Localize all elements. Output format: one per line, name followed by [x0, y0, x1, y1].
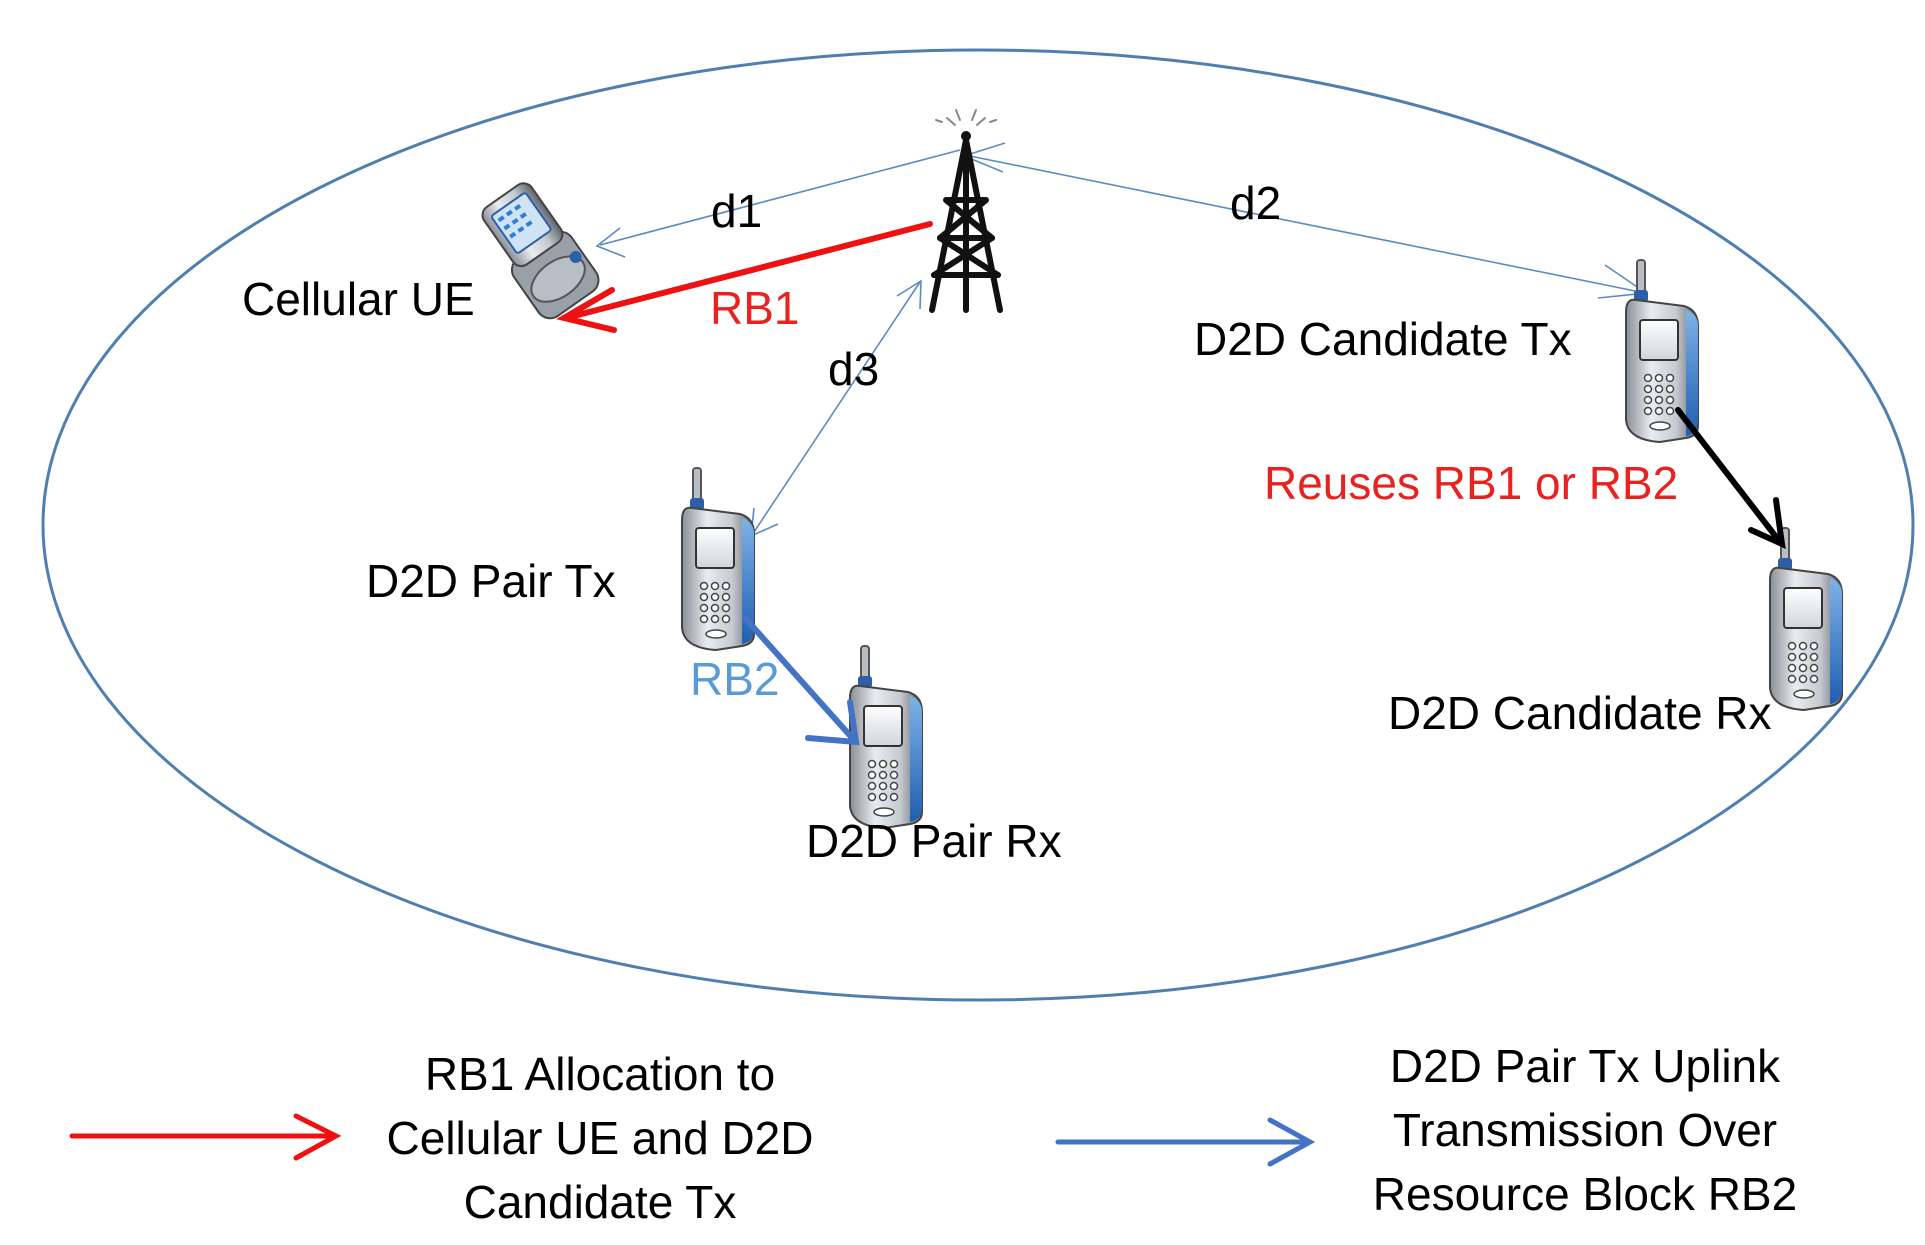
- legend-red-arrow: [69, 1113, 342, 1161]
- label-reuses: Reuses RB1 or RB2: [1264, 457, 1679, 509]
- label-d2d-candidate-rx: D2D Candidate Rx: [1388, 687, 1772, 739]
- rb1-arrow: [556, 221, 933, 333]
- label-d1: d1: [711, 185, 763, 237]
- label-d3: d3: [828, 343, 880, 395]
- label-rb1: RB1: [710, 282, 800, 334]
- legend-red-text: RB1 Allocation to Cellular UE and D2D Ca…: [386, 1048, 814, 1228]
- label-d2d-pair-tx: D2D Pair Tx: [366, 555, 616, 607]
- legend-blue-arrow: [1055, 1117, 1316, 1167]
- distance-line-d1: [595, 149, 961, 258]
- distance-line-d2: [961, 142, 1649, 299]
- label-d2: d2: [1230, 177, 1282, 229]
- pair-rx-phone-icon: [849, 645, 923, 829]
- cell-boundary: [41, 48, 1915, 1002]
- flip-phone-icon: [481, 182, 600, 320]
- label-rb2: RB2: [690, 653, 780, 705]
- candidate-tx-phone-icon: [1625, 259, 1699, 443]
- reuse-arrow: [1675, 407, 1786, 549]
- label-cellular-ue: Cellular UE: [242, 273, 475, 325]
- label-d2d-candidate-tx: D2D Candidate Tx: [1194, 313, 1572, 365]
- legend-blue-text: D2D Pair Tx Uplink Transmission Over Res…: [1372, 1040, 1798, 1220]
- rb2-arrow: [742, 615, 860, 746]
- pair-tx-phone-icon: [681, 467, 755, 651]
- cell-tower-icon: [929, 109, 1003, 313]
- candidate-rx-phone-icon: [1769, 527, 1843, 711]
- label-d2d-pair-rx: D2D Pair Rx: [806, 815, 1062, 867]
